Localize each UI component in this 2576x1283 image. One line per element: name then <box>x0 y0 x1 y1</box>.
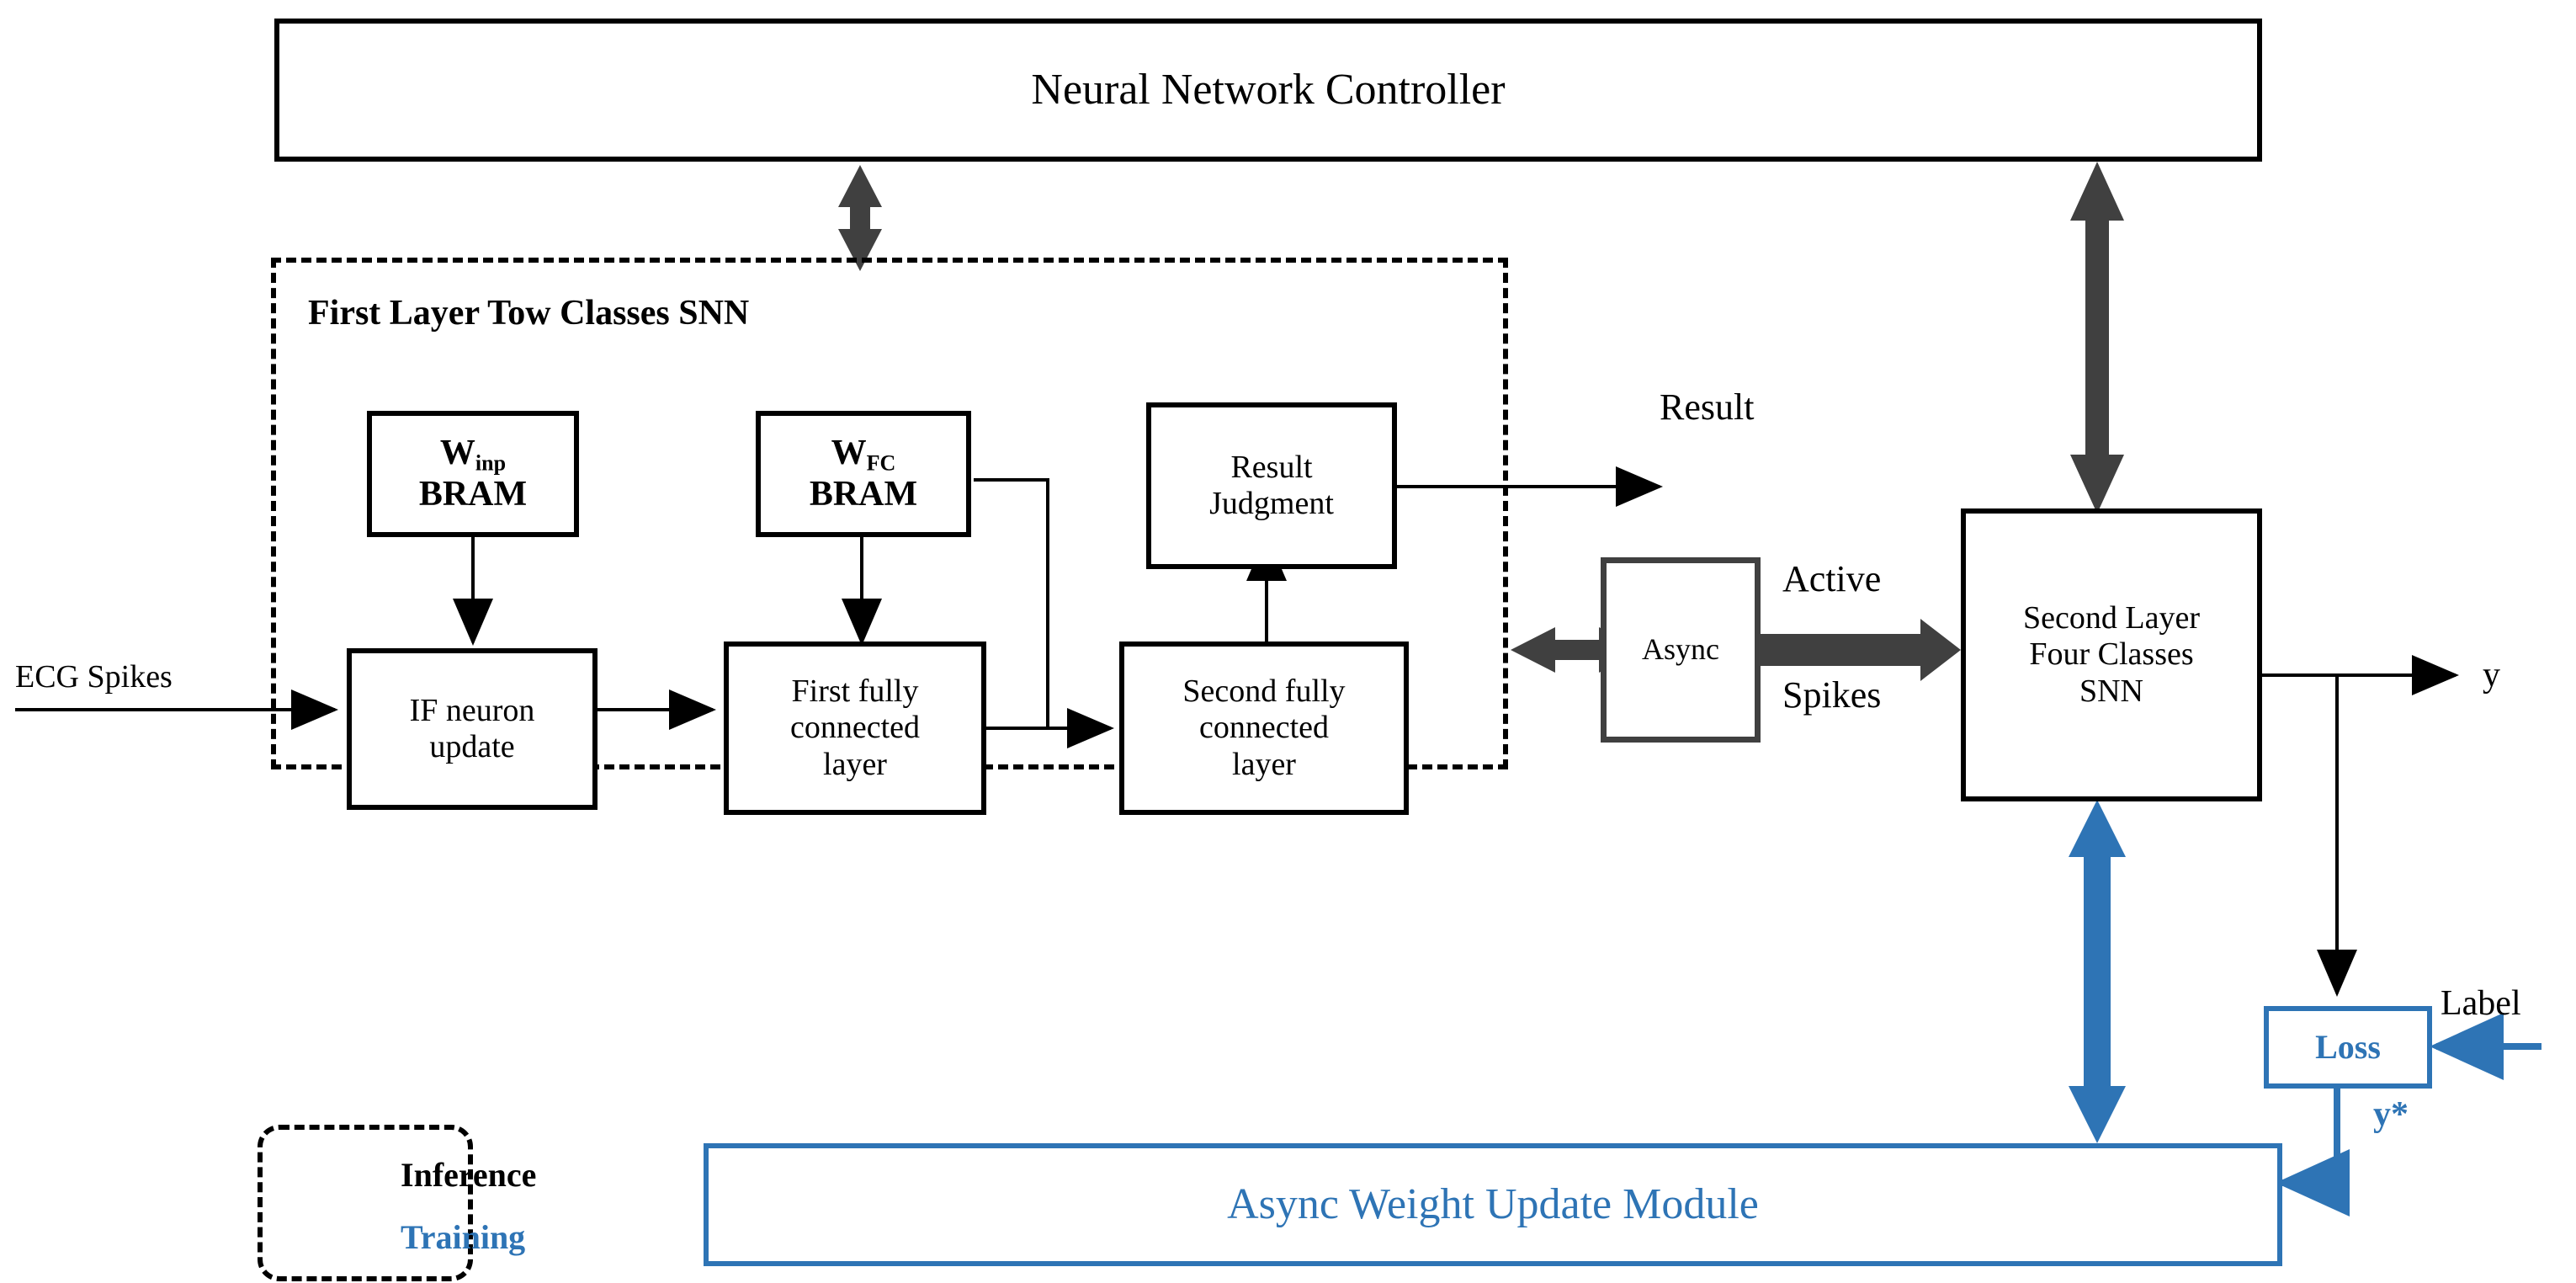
spikes-label: Spikes <box>1782 674 1882 716</box>
first-layer-snn-region-label: First Layer Tow Classes SNN <box>308 294 750 333</box>
y-output-label: y <box>2483 656 2500 695</box>
first-fully-connected-layer-block[interactable]: First fully connected layer <box>724 642 986 815</box>
first-fc-line1: First fully <box>791 673 919 710</box>
w-inp-bram-symbol: Winp <box>439 433 507 476</box>
y-star-label: y* <box>2373 1095 2409 1134</box>
second-layer-line3: SNN <box>2079 673 2144 709</box>
second-fully-connected-layer-block[interactable]: Second fully connected layer <box>1119 642 1409 815</box>
label-input-label: Label <box>2441 984 2521 1023</box>
if-neuron-update-block[interactable]: IF neuron update <box>347 648 598 810</box>
w-fc-bram-line2: BRAM <box>809 475 918 514</box>
legend-box <box>258 1125 473 1281</box>
arrow-controller-to-second-layer <box>2070 162 2124 514</box>
second-fc-line1: Second fully <box>1182 673 1346 710</box>
result-judgment-line2: Judgment <box>1209 486 1334 521</box>
ecg-spikes-label: ECG Spikes <box>15 659 173 695</box>
if-neuron-line1: IF neuron <box>409 692 535 728</box>
legend-training-label: Training <box>401 1218 526 1256</box>
async-label: Async <box>1642 632 1719 667</box>
second-layer-line1: Second Layer <box>2023 600 2200 636</box>
legend-inference-label: Inference <box>401 1156 537 1194</box>
w-inp-bram-line2: BRAM <box>418 475 528 514</box>
second-layer-four-classes-snn-block[interactable]: Second Layer Four Classes SNN <box>1961 508 2262 801</box>
if-neuron-line2: update <box>429 729 515 764</box>
loss-block[interactable]: Loss <box>2264 1006 2432 1089</box>
arrow-loss-to-weight-update <box>2276 1089 2350 1216</box>
first-fc-line2: connected <box>789 710 921 746</box>
result-judgment-block[interactable]: Result Judgment <box>1146 402 1397 569</box>
arrow-second-layer-to-y <box>2262 655 2459 997</box>
result-judgment-line1: Result <box>1230 449 1313 485</box>
arrow-second-layer-to-weight-update <box>2069 800 2126 1143</box>
active-label: Active <box>1782 558 1882 599</box>
w-fc-bram-symbol: WFC <box>831 433 896 476</box>
second-layer-line2: Four Classes <box>2029 636 2194 673</box>
second-fc-line3: layer <box>1232 746 1296 782</box>
arrow-controller-to-first-layer <box>838 165 882 271</box>
w-fc-bram-block[interactable]: WFC BRAM <box>756 411 971 537</box>
result-label: Result <box>1660 386 1755 428</box>
loss-label: Loss <box>2315 1028 2381 1067</box>
weight-update-module-label: Async Weight Update Module <box>1227 1180 1759 1229</box>
neural-network-controller-block[interactable]: Neural Network Controller <box>274 19 2262 162</box>
async-block[interactable]: Async <box>1601 557 1761 743</box>
w-inp-subscript: inp <box>475 450 507 476</box>
w-inp-bram-block[interactable]: Winp BRAM <box>367 411 579 537</box>
second-fc-line2: connected <box>1198 710 1330 746</box>
first-fc-line3: layer <box>823 746 887 782</box>
arrow-active-spikes <box>1759 619 1961 681</box>
controller-label: Neural Network Controller <box>1031 66 1506 114</box>
w-fc-subscript: FC <box>866 450 896 476</box>
async-weight-update-module-block[interactable]: Async Weight Update Module <box>704 1143 2282 1266</box>
